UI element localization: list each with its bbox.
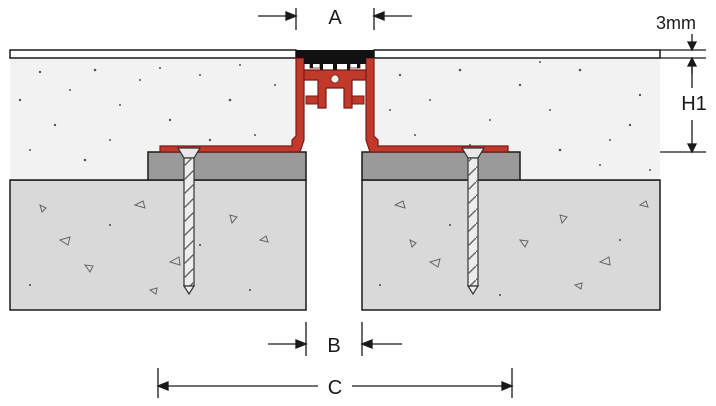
countersunk-screw-icon: [176, 147, 202, 296]
label-h1: H1: [681, 93, 707, 115]
dimension-a: [258, 8, 412, 30]
label-a: A: [328, 7, 342, 29]
screed-texture: [18, 61, 651, 171]
substrate-right: [361, 179, 661, 311]
label-b: B: [327, 335, 340, 357]
substrate-dots: [29, 224, 621, 296]
dimension-h1: [660, 60, 706, 154]
bedding-left: [147, 151, 307, 181]
dimension-b: [268, 322, 402, 356]
floor-covering-right: [373, 49, 661, 59]
dimension-c: [156, 368, 514, 398]
floor-covering-left: [9, 49, 297, 59]
countersunk-screw-icon: [460, 147, 486, 296]
substrate-left: [9, 179, 307, 311]
substrate-texture: [39, 200, 649, 295]
label-c: C: [328, 377, 342, 399]
bedding-right: [361, 151, 521, 181]
dimension-3mm: [660, 34, 706, 74]
label-3mm: 3mm: [656, 13, 696, 33]
joint-insert: [296, 50, 374, 70]
